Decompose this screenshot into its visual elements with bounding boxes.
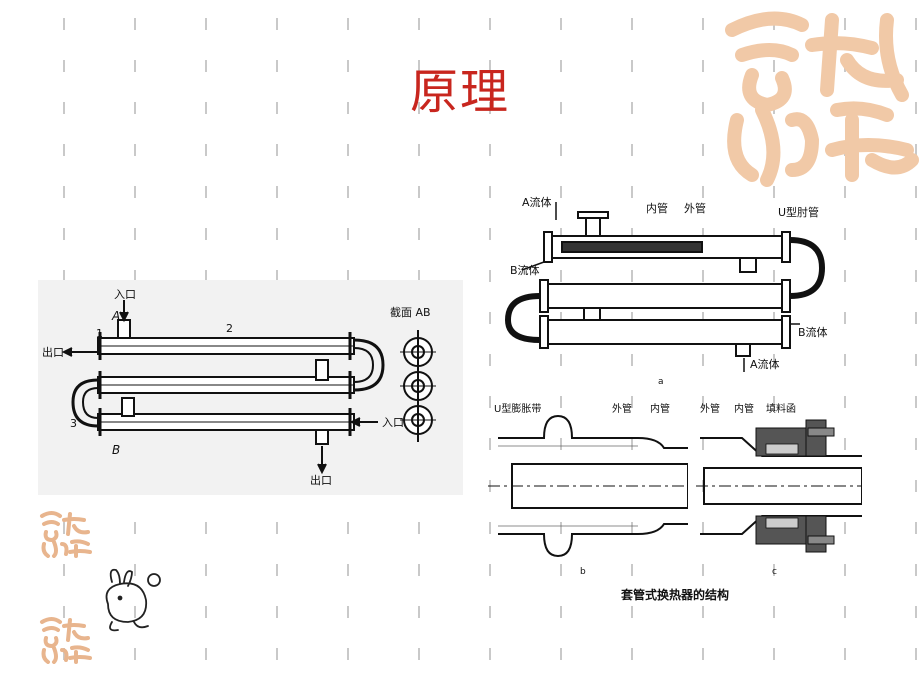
label-fluid-b-left: B流体 (510, 263, 540, 277)
label-inner-pipe-a: 内管 (646, 201, 668, 215)
label-u-elbow: U型肘管 (778, 205, 819, 219)
label-fluid-b-right: B流体 (798, 325, 828, 339)
label-inner-pipe-c: 内管 (734, 402, 754, 415)
label-outer-pipe-c: 外管 (700, 402, 720, 415)
label-fluid-a-top: A流体 (522, 195, 552, 209)
label-section-ab: 截面 AB (390, 305, 431, 319)
label-u-bellows: U型膨胀带 (494, 402, 541, 415)
label-3: 3 (70, 417, 77, 430)
label-outlet-left: 出口 (42, 345, 64, 359)
label-inlet-top: 入口 (114, 288, 136, 301)
label-outlet-bottom: 出口 (310, 473, 332, 487)
double-pipe-schematic: 入口 A 1 2 3 出口 入口 B 出口 截面 AB (38, 280, 463, 495)
calligraphy-logo-small-2 (38, 614, 92, 664)
label-1: 1 (96, 327, 103, 340)
label-outer-pipe-a: 外管 (684, 201, 706, 215)
figure-b-bellows: U型膨胀带 外管 内管 b (488, 398, 688, 580)
figure-c-packing-gland: 外管 内管 填料函 c (696, 398, 862, 580)
label-inlet-right: 入口 (382, 416, 404, 429)
cartoon-rabbit-icon (98, 560, 168, 638)
label-outer-pipe-b: 外管 (612, 402, 632, 415)
figure-a-assembly: A流体 内管 外管 U型肘管 B流体 B流体 A流体 a (492, 192, 844, 388)
label-packing-box: 填料函 (766, 402, 796, 415)
label-B: B (112, 443, 120, 457)
calligraphy-logo-large (712, 0, 920, 190)
calligraphy-logo-small-1 (38, 508, 92, 558)
label-inner-pipe-b: 内管 (650, 402, 670, 415)
label-A: A (111, 309, 120, 323)
slide-title: 原理 (409, 64, 510, 120)
figure-caption: 套管式换热器的结构 (620, 588, 729, 602)
caption-b: b (580, 567, 586, 577)
label-2: 2 (226, 322, 233, 335)
label-fluid-a-bottom: A流体 (750, 357, 780, 371)
caption-a: a (658, 377, 664, 387)
caption-c: c (772, 567, 777, 577)
